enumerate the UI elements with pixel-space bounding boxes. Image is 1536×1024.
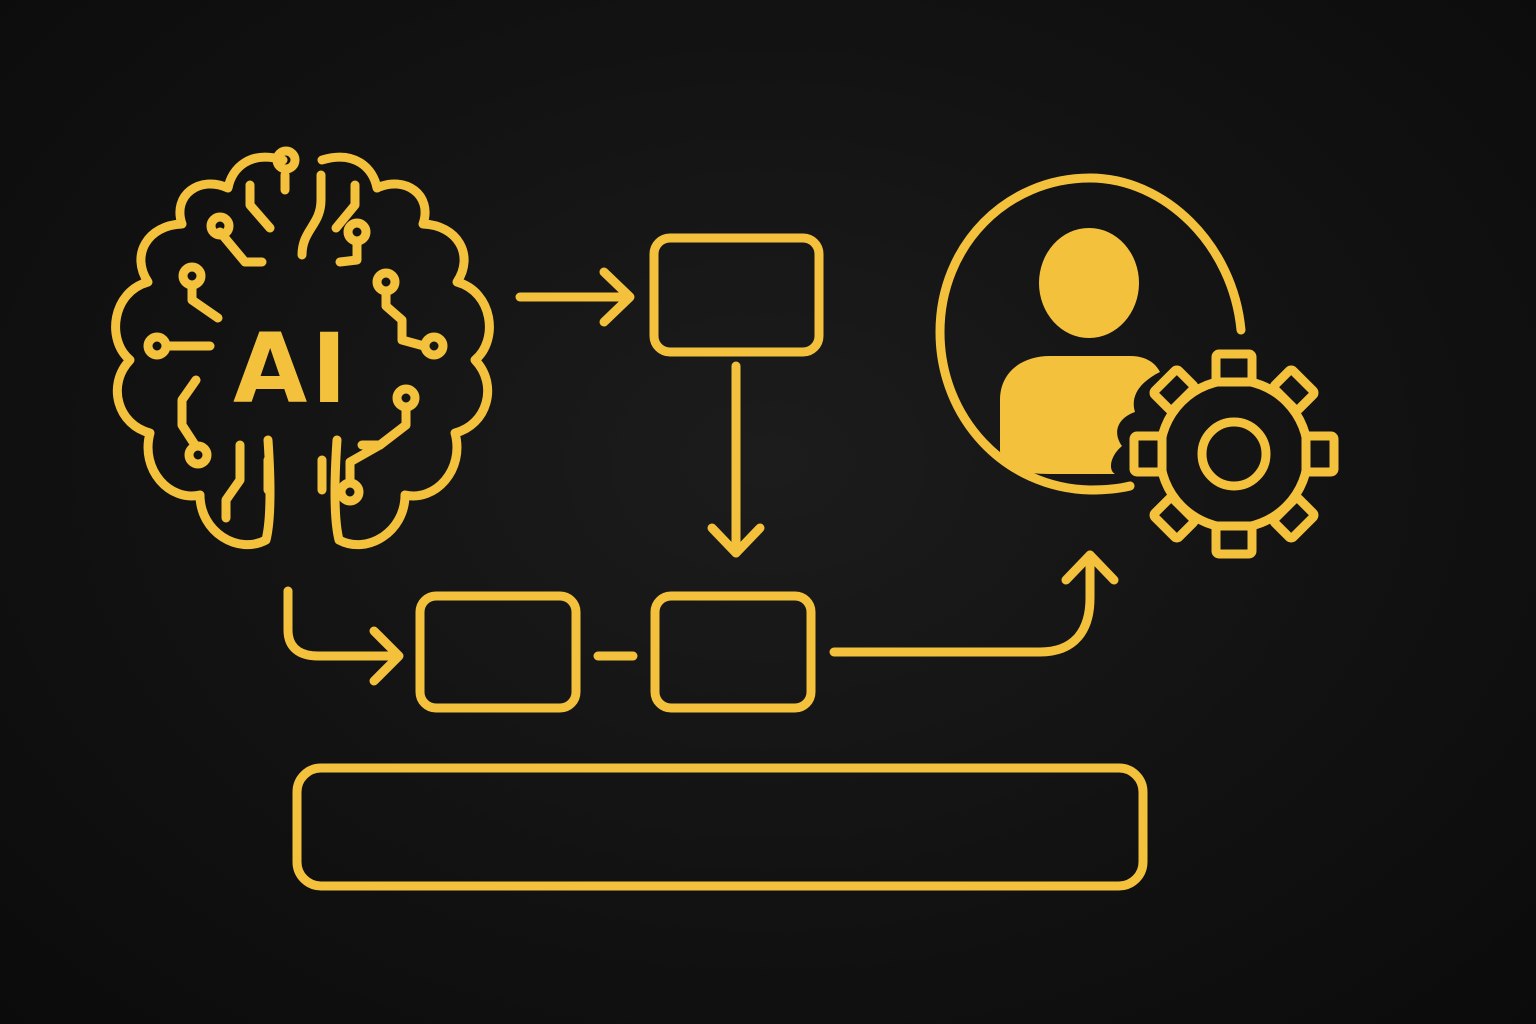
user-circle-outline [935, 173, 1246, 495]
gear-tooth [1269, 493, 1319, 543]
circuit-trace [221, 440, 245, 523]
circuit-node [420, 332, 448, 360]
process-box-left [415, 591, 581, 713]
brain-circuit-icon [111, 146, 494, 550]
process-box-top [649, 233, 824, 357]
arrow-head [707, 523, 765, 558]
arrow-head [369, 626, 404, 686]
circuit-trace [381, 287, 429, 351]
gear-tooth [1301, 431, 1339, 477]
gear-tooth [1211, 521, 1257, 559]
brain-trunk-right [297, 170, 326, 260]
arrow-head [599, 267, 635, 327]
user-gear-icon [935, 173, 1339, 559]
circuit-trace [335, 237, 362, 267]
brain-left-hemisphere [111, 152, 288, 550]
circuit-trace [345, 440, 385, 487]
user-body [1000, 356, 1160, 474]
user-head [1039, 228, 1139, 338]
gear-tooth [1269, 365, 1319, 415]
arrow-brain-to-left-box [283, 586, 403, 661]
brain-ai-label: AI [233, 313, 351, 425]
circuit-trace [215, 227, 267, 267]
gear-tooth [1129, 431, 1167, 477]
circuit-trace [177, 375, 201, 450]
circuit-trace [357, 403, 411, 450]
circuit-trace [245, 180, 275, 233]
gear-tooth [1149, 365, 1199, 415]
arrow-middle-to-user [829, 550, 1095, 657]
circuit-trace [331, 180, 360, 233]
circuit-node [184, 441, 212, 469]
bottom-bar [292, 763, 1148, 891]
user-silhouette [1000, 228, 1160, 474]
gear-icon [1129, 349, 1339, 559]
gear-tooth [1211, 349, 1257, 387]
circuit-node [178, 262, 206, 290]
arrow-head [1061, 550, 1119, 585]
process-box-middle [650, 591, 816, 713]
gear-hub [1197, 417, 1271, 491]
circuit-trace [187, 280, 223, 323]
brain-right-hemisphere [317, 152, 494, 550]
circuit-node [272, 146, 300, 174]
gear-tooth [1149, 493, 1199, 543]
circuit-node [143, 332, 171, 360]
circuit-node [206, 212, 234, 240]
